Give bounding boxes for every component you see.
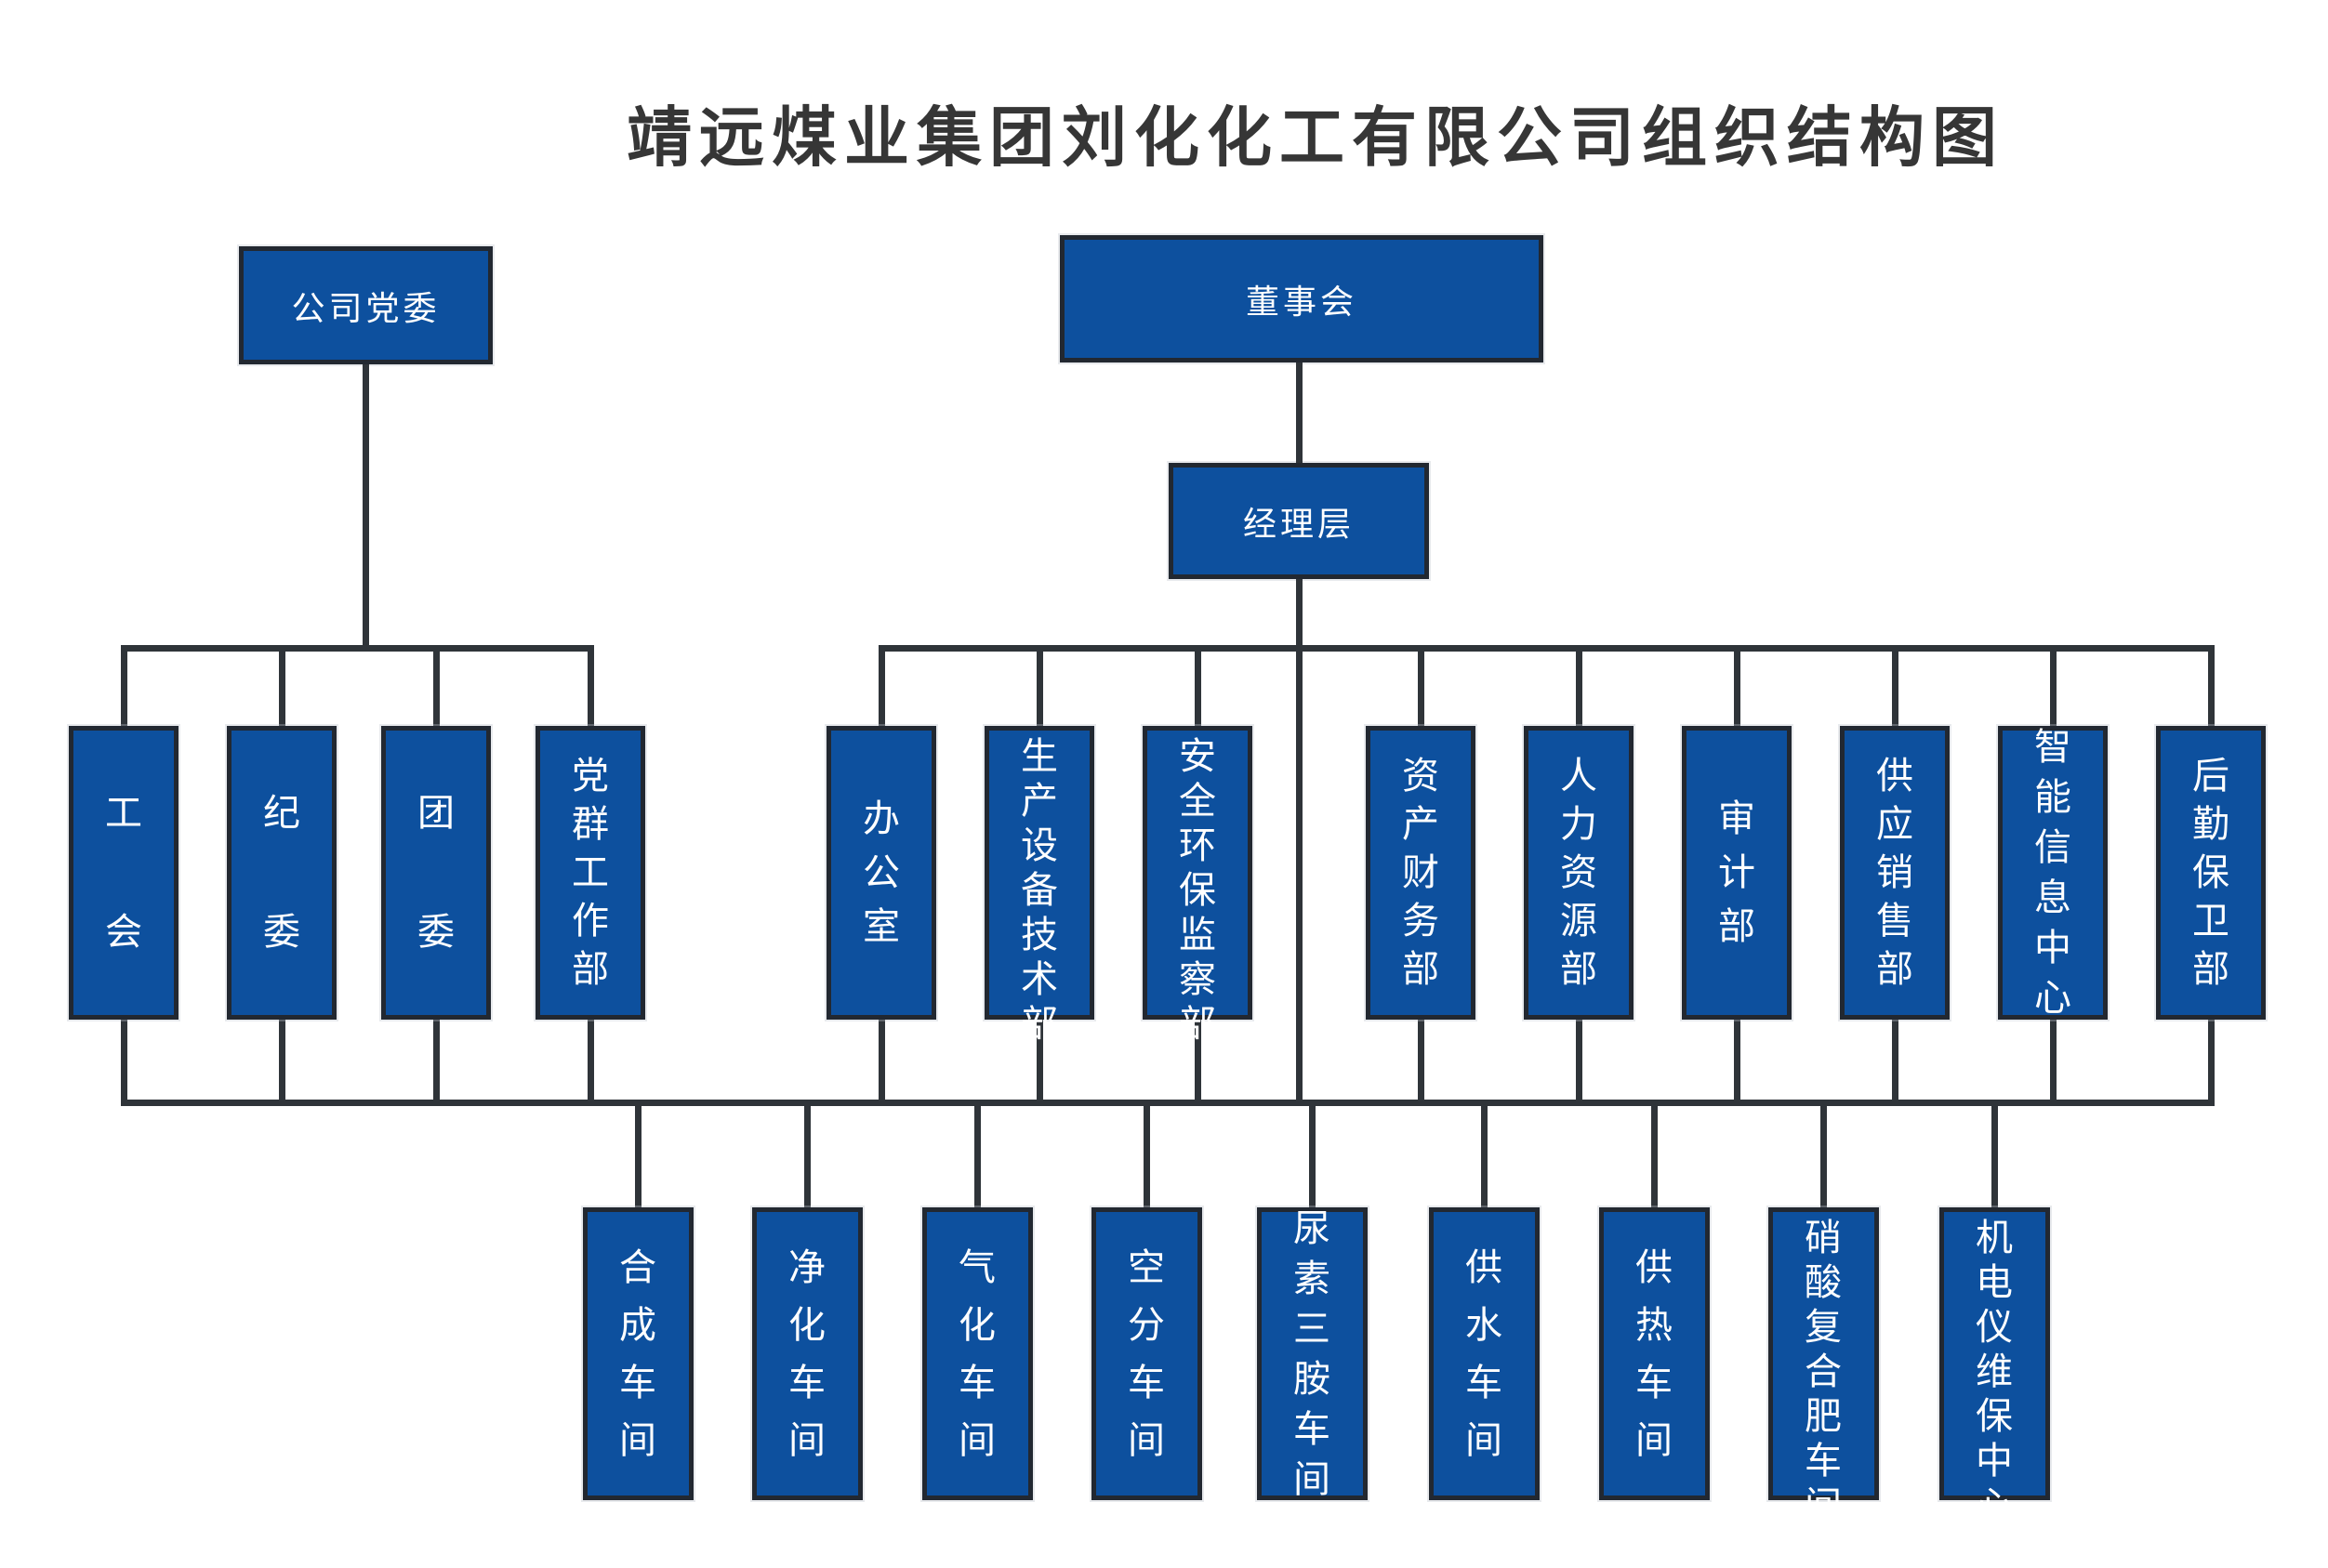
board-of-directors-box: 董事会 <box>1060 235 1543 362</box>
connector-line <box>1036 652 1043 726</box>
connector-line <box>1295 652 1303 1100</box>
connector-line <box>1575 1020 1582 1100</box>
department-label-6: 供应销售部 <box>1876 756 1913 990</box>
workshop-box-8: 机电仪维保中心 <box>1938 1207 2050 1526</box>
connector-line <box>121 645 594 652</box>
party-branch-box-1: 纪委 <box>227 726 337 1020</box>
party-branch-box-3: 党群工作部 <box>536 726 645 1020</box>
department-label-3: 资产财务部 <box>1402 756 1439 990</box>
workshop-box-1: 净化车间 <box>751 1207 863 1500</box>
party-committee-label: 公司党委 <box>291 288 441 327</box>
connector-line <box>973 1106 981 1207</box>
connector-line <box>587 1020 594 1100</box>
workshop-label-5: 供水车间 <box>1465 1246 1502 1461</box>
connector-line <box>278 1020 285 1100</box>
department-label-8: 后勤保卫部 <box>2192 756 2229 990</box>
management-layer-box: 经理层 <box>1169 463 1429 579</box>
department-box-3: 资产财务部 <box>1366 726 1475 1020</box>
connector-line <box>432 1020 440 1100</box>
party-branch-label-2: 团委 <box>417 793 455 953</box>
department-label-2: 安全环保监察部 <box>1179 736 1216 1045</box>
department-box-0: 办公室 <box>827 726 936 1020</box>
connector-line <box>1295 362 1303 463</box>
department-box-8: 后勤保卫部 <box>2156 726 2266 1020</box>
workshop-box-6: 供热车间 <box>1598 1207 1710 1500</box>
connector-line <box>120 652 127 726</box>
party-branch-label-3: 党群工作部 <box>572 756 609 990</box>
connector-line <box>1733 1020 1740 1100</box>
connector-line <box>121 1100 2215 1106</box>
connector-line <box>1036 1020 1043 1100</box>
department-box-7: 智能信息中心 <box>1998 726 2108 1020</box>
department-box-4: 人力资源部 <box>1524 726 1634 1020</box>
department-box-1: 生产设备技术部 <box>985 726 1094 1045</box>
connector-line <box>634 1106 642 1207</box>
workshop-label-0: 合成车间 <box>619 1246 656 1461</box>
connector-line <box>278 652 285 726</box>
connector-line <box>1991 1106 1998 1207</box>
connector-line <box>803 1106 811 1207</box>
board-of-directors-label: 董事会 <box>1245 282 1357 321</box>
connector-line <box>2207 652 2215 726</box>
party-committee-box: 公司党委 <box>239 246 493 364</box>
connector-line <box>1143 1106 1150 1207</box>
page-title: 靖远煤业集团刘化化工有限公司组织结构图 <box>627 101 2004 174</box>
connector-line <box>1650 1106 1658 1207</box>
connector-line <box>1194 1020 1201 1100</box>
party-branch-box-2: 团委 <box>381 726 491 1020</box>
workshop-box-5: 供水车间 <box>1428 1207 1540 1500</box>
connector-line <box>878 652 885 726</box>
party-branch-label-0: 工会 <box>105 793 142 953</box>
workshop-box-3: 空分车间 <box>1091 1207 1202 1500</box>
connector-line <box>587 652 594 726</box>
connector-line <box>1575 652 1582 726</box>
department-label-1: 生产设备技术部 <box>1021 736 1058 1045</box>
connector-line <box>1480 1106 1488 1207</box>
workshop-box-2: 气化车间 <box>921 1207 1033 1500</box>
connector-line <box>1417 1020 1424 1100</box>
connector-line <box>1891 1020 1898 1100</box>
connector-line <box>878 1020 885 1100</box>
workshop-box-7: 硝酸复合肥车间 <box>1767 1207 1879 1526</box>
workshop-label-3: 空分车间 <box>1128 1246 1165 1461</box>
connector-line <box>1295 579 1303 645</box>
workshop-label-4: 尿素三胺车间 <box>1293 1207 1330 1500</box>
workshop-label-2: 气化车间 <box>959 1246 996 1461</box>
workshop-label-1: 净化车间 <box>788 1246 826 1461</box>
connector-line <box>1194 652 1201 726</box>
party-branch-box-0: 工会 <box>69 726 179 1020</box>
department-label-7: 智能信息中心 <box>2034 727 2071 1019</box>
department-label-4: 人力资源部 <box>1560 756 1597 990</box>
connector-line <box>1417 652 1424 726</box>
workshop-label-6: 供热车间 <box>1635 1246 1673 1461</box>
connector-line <box>1891 652 1898 726</box>
department-box-6: 供应销售部 <box>1840 726 1950 1020</box>
workshop-label-7: 硝酸复合肥车间 <box>1805 1218 1842 1526</box>
connector-line <box>2207 1020 2215 1100</box>
connector-line <box>1308 1106 1316 1207</box>
connector-line <box>879 645 2215 652</box>
department-label-5: 审计部 <box>1718 798 1755 947</box>
connector-line <box>2049 652 2057 726</box>
workshop-box-0: 合成车间 <box>582 1207 694 1500</box>
connector-line <box>1819 1106 1827 1207</box>
connector-line <box>2049 1020 2057 1100</box>
workshop-label-8: 机电仪维保中心 <box>1976 1218 2013 1526</box>
party-branch-label-1: 纪委 <box>263 793 300 953</box>
management-layer-label: 经理层 <box>1242 504 1355 543</box>
department-label-0: 办公室 <box>863 798 900 947</box>
workshop-box-4: 尿素三胺车间 <box>1256 1207 1368 1500</box>
department-box-5: 审计部 <box>1682 726 1792 1020</box>
connector-line <box>362 364 369 652</box>
department-box-2: 安全环保监察部 <box>1143 726 1252 1045</box>
connector-line <box>120 1020 127 1100</box>
connector-line <box>1733 652 1740 726</box>
connector-line <box>432 652 440 726</box>
